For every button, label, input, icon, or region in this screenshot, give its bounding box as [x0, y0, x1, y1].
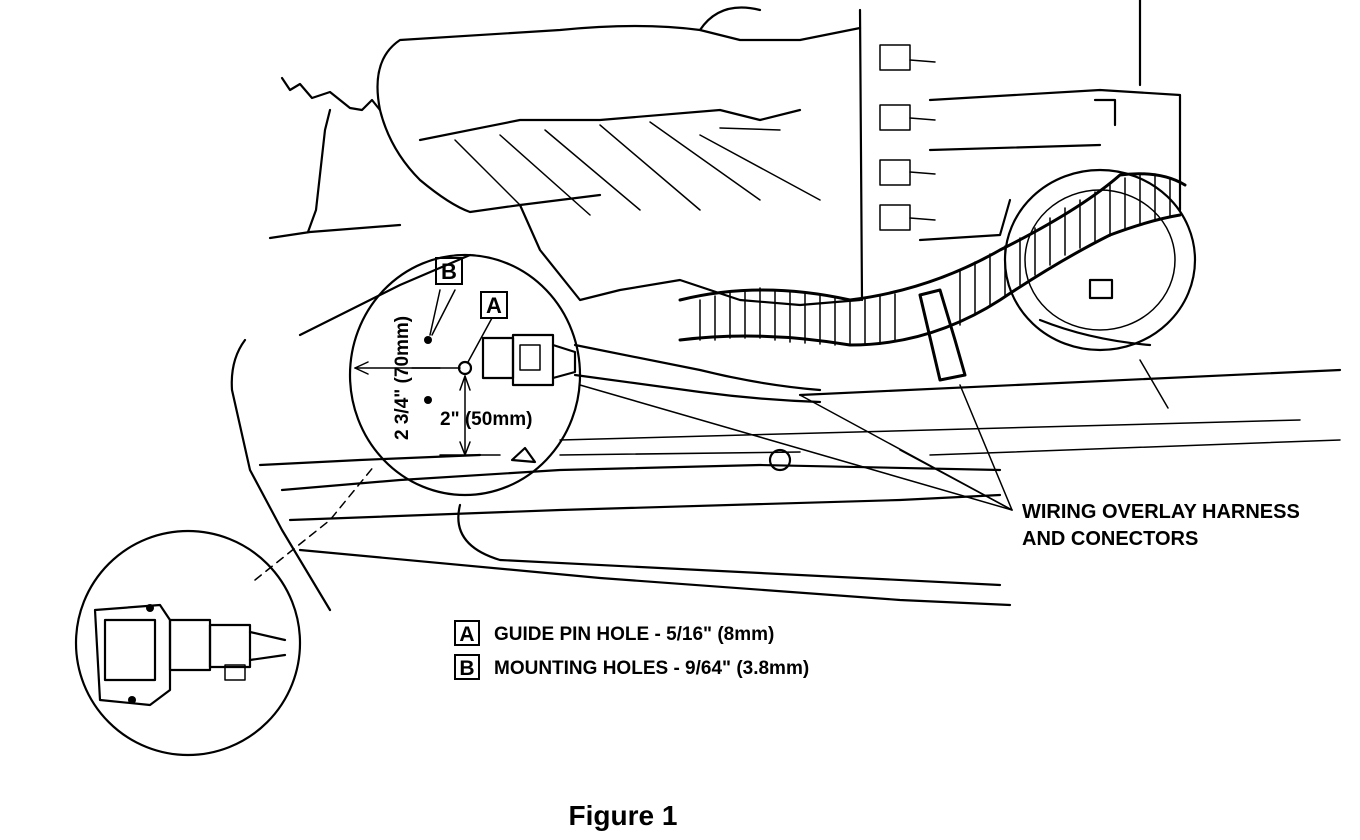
detail-circle-outline	[348, 253, 582, 497]
pulley	[1003, 168, 1197, 409]
guide-pin-hole	[457, 360, 473, 376]
sensor-body-icon	[93, 603, 287, 707]
legend-key-a: A	[459, 623, 474, 646]
legend-key-b: B	[459, 657, 474, 680]
wiring-callout-line1: WIRING OVERLAY HARNESS	[1022, 501, 1300, 523]
legend-item-a: A GUIDE PIN HOLE - 5/16" (8mm)	[454, 620, 774, 646]
sensor-connector-icon	[481, 333, 577, 387]
mounting-hole-lower	[424, 396, 432, 404]
legend: A GUIDE PIN HOLE - 5/16" (8mm) B MOUNTIN…	[454, 620, 809, 680]
figure-caption: Figure 1	[569, 800, 678, 831]
detail-circle-lower-outline	[74, 529, 302, 757]
wiring-harness	[573, 172, 1187, 404]
harness-corrugation	[699, 173, 1171, 346]
detail-circle-sensor	[74, 464, 376, 757]
dimension-horizontal: 2" (50mm)	[440, 409, 532, 430]
bolt-column	[879, 44, 936, 231]
legend-text-b: MOUNTING HOLES - 9/64" (3.8mm)	[494, 658, 809, 679]
letter-b-label: B	[441, 259, 457, 284]
detail-circle-mounting	[348, 253, 582, 497]
letter-box-b: B	[435, 257, 463, 285]
wiring-callout-line2: AND CONECTORS	[1022, 528, 1198, 550]
engine-structure	[230, 0, 1342, 612]
letter-box-a: A	[480, 291, 508, 319]
legend-text-a: GUIDE PIN HOLE - 5/16" (8mm)	[494, 624, 774, 645]
mounting-hole-upper	[424, 336, 432, 344]
letter-a-label: A	[486, 293, 502, 318]
wiring-callout-leaders	[579, 384, 1013, 511]
legend-item-b: B MOUNTING HOLES - 9/64" (3.8mm)	[454, 654, 809, 680]
dimension-vertical: 2 3/4" (70mm)	[392, 316, 413, 440]
